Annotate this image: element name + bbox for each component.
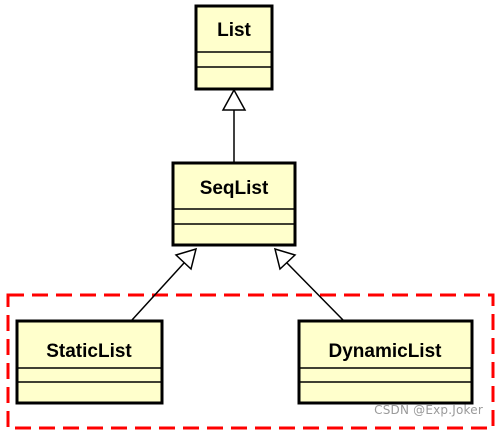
inheritance-arrowhead xyxy=(221,88,247,111)
class-box xyxy=(171,161,297,247)
inheritance-seqlist-to-list xyxy=(221,88,247,162)
class-staticlist[interactable]: StaticList xyxy=(15,319,164,405)
subclass-group-frame xyxy=(6,293,495,430)
class-name-dynamiclist: DynamicList xyxy=(329,341,443,362)
watermark-text: CSDN @Exp.Joker xyxy=(374,403,483,417)
inheritance-arrowhead xyxy=(273,247,297,271)
class-box xyxy=(194,4,274,91)
class-box xyxy=(15,319,164,405)
inheritance-staticlist-to-seqlist xyxy=(131,247,198,321)
inheritance-dynamiclist-to-seqlist xyxy=(273,247,344,321)
inheritance-arrowhead xyxy=(174,247,198,271)
class-name-seqlist: SeqList xyxy=(200,178,269,199)
class-dynamiclist[interactable]: DynamicList xyxy=(297,319,474,405)
class-name-list: List xyxy=(217,20,251,41)
class-list[interactable]: List xyxy=(194,4,274,91)
class-name-staticlist: StaticList xyxy=(46,341,132,362)
class-box xyxy=(297,319,474,405)
class-seqlist[interactable]: SeqList xyxy=(171,161,297,247)
